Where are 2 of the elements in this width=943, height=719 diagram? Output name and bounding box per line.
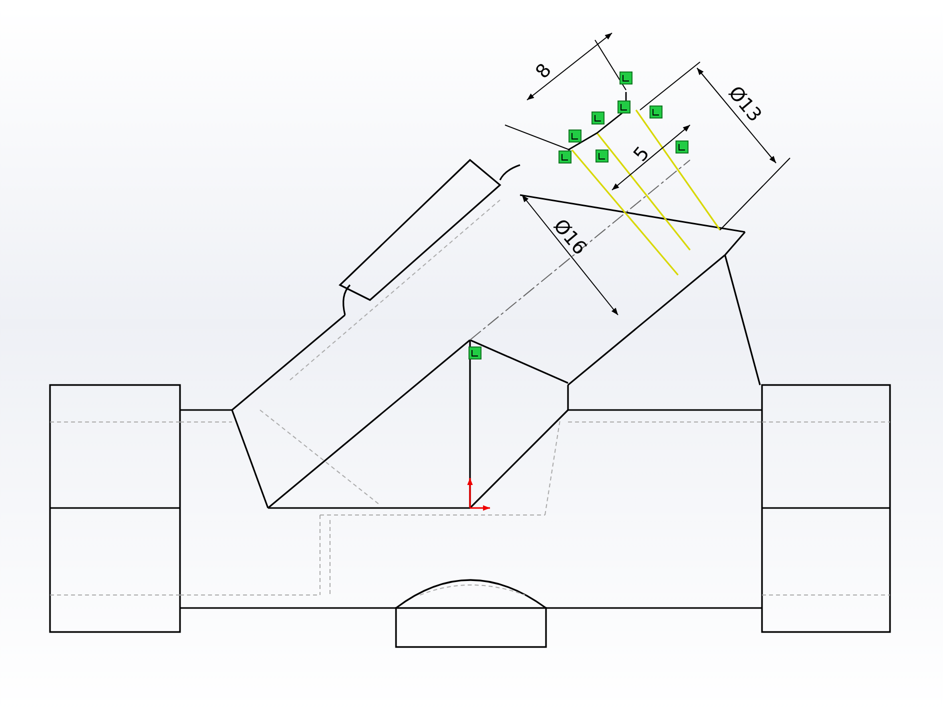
dimension-value: 5 (630, 144, 654, 166)
dimension-value: 8 (532, 60, 556, 82)
